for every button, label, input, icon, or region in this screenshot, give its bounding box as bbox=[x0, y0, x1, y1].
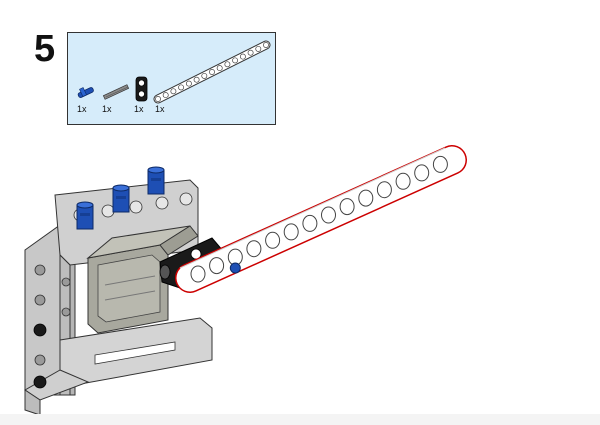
parts-illustrations bbox=[77, 40, 271, 104]
part-quantity: 1x bbox=[102, 104, 112, 114]
part-quantity: 1x bbox=[155, 104, 165, 114]
part-quantity: 1x bbox=[134, 104, 144, 114]
part-quantity: 1x bbox=[77, 104, 87, 114]
grey-motor bbox=[86, 225, 199, 334]
blue-pin bbox=[76, 201, 94, 230]
grey-frame bbox=[24, 179, 213, 416]
parts-callout: 1x 1x 1x 1x bbox=[67, 32, 276, 125]
black-connector-icon bbox=[135, 76, 148, 102]
blue-axle-in-beam bbox=[229, 262, 241, 274]
page-footer-band bbox=[0, 414, 600, 425]
white-beam-new-part bbox=[175, 145, 467, 293]
grey-axle-icon bbox=[102, 84, 130, 100]
blue-pin bbox=[147, 166, 165, 195]
step-number: 5 bbox=[34, 28, 56, 70]
white-beam-15-icon bbox=[153, 40, 271, 104]
blue-pins bbox=[76, 166, 165, 230]
blue-axle-pin-icon bbox=[77, 87, 94, 98]
blue-pin bbox=[112, 184, 130, 213]
